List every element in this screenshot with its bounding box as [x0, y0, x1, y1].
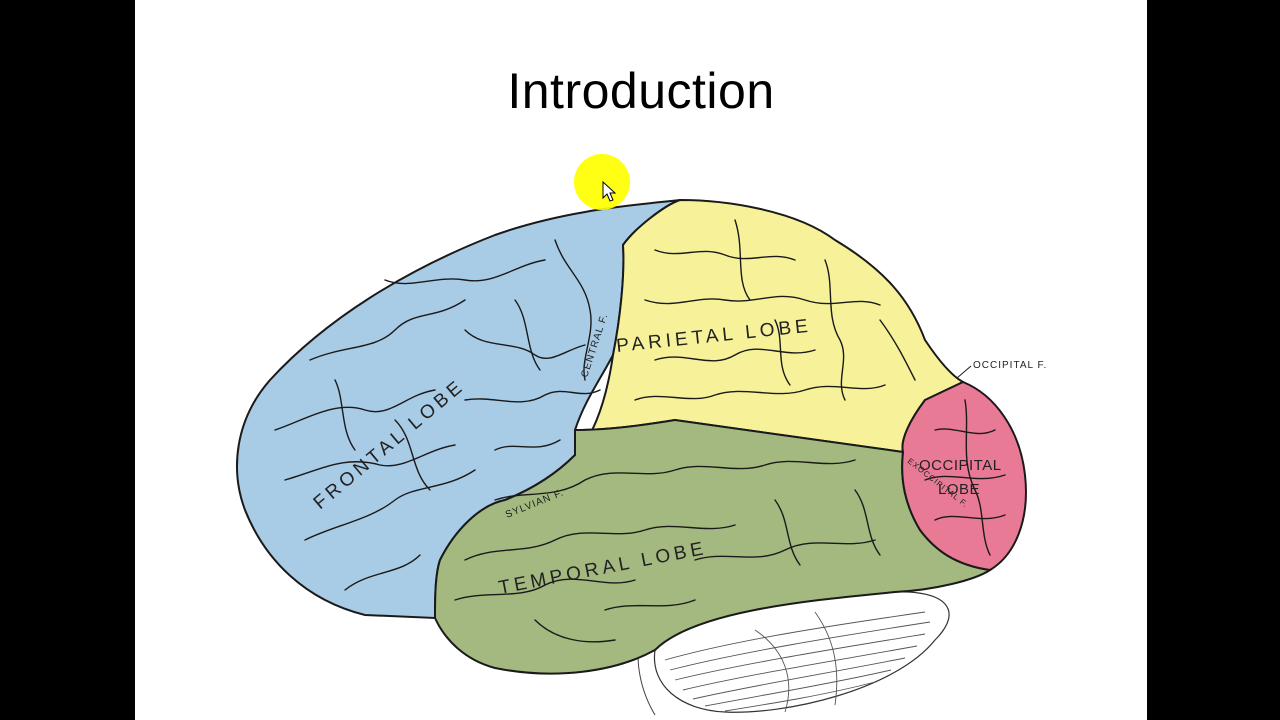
occipital-fissure-pointer: [956, 365, 972, 379]
brain-lobes-diagram: FRONTAL LOBE CENTRAL F. PARIETAL LOBE OC…: [236, 154, 1047, 716]
label-occipital-fissure: OCCIPITAL F.: [973, 360, 1047, 371]
brain-gyri-lines: [274, 219, 1006, 643]
pointer-highlight: [574, 154, 630, 210]
cerebellum: [637, 591, 950, 716]
slide-title: Introduction: [507, 63, 775, 119]
label-occipital-lobe-line2: LOBE: [938, 481, 980, 498]
label-occipital-lobe-line1: OCCIPITAL: [919, 457, 1002, 474]
presentation-slide: Introduction: [135, 0, 1147, 720]
mouse-cursor-icon: [602, 180, 617, 202]
